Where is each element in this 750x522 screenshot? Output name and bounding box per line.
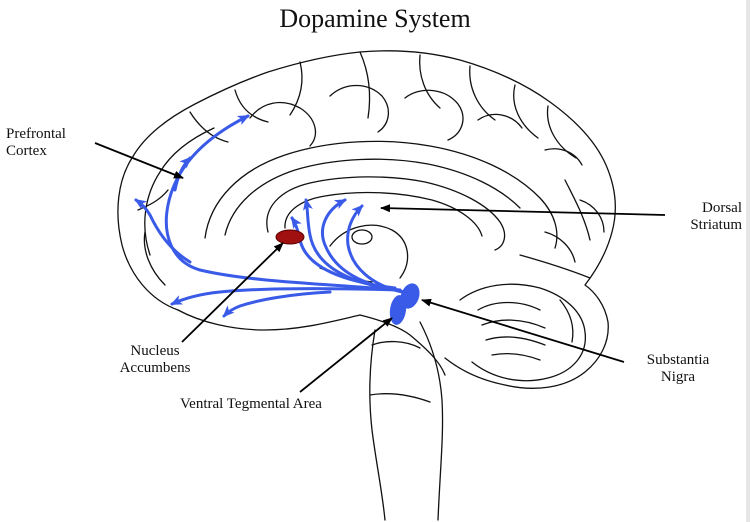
frontal-gyrus-2	[143, 231, 166, 286]
corpus-callosum-inner	[284, 191, 483, 237]
nucleus-accumbens-nucleus	[275, 229, 305, 245]
vta-nucleus	[389, 295, 407, 325]
pathway-pfc-upper	[164, 114, 402, 292]
frontal-gyrus	[144, 127, 215, 256]
gyrus-loop	[579, 199, 605, 233]
pathway-striatum-1	[321, 198, 407, 294]
cerebellum-fold	[481, 319, 546, 329]
cortex-outline	[117, 50, 616, 389]
cingulate-gyrus	[204, 140, 558, 249]
brainstem-back	[419, 321, 444, 521]
pathway-pfc-mid	[134, 198, 192, 264]
gyrus-loop	[544, 148, 583, 166]
pathway-accumbens	[290, 216, 397, 290]
parieto-occipital	[564, 179, 591, 241]
leader-substantia-nigra	[421, 298, 625, 363]
cerebellum-fold	[491, 353, 541, 361]
frontal-fold-2	[189, 111, 229, 143]
central-sulcus	[359, 51, 371, 119]
gyrus-loop	[404, 89, 464, 141]
sulcus	[419, 54, 441, 109]
label-substantia-nigra: Substantia Nigra	[646, 352, 710, 385]
sulcus	[546, 105, 577, 159]
right-frame-edge	[746, 0, 750, 522]
sulcus	[513, 84, 539, 139]
leader-prefrontal	[94, 142, 184, 179]
leader-nucleus-accumbens	[181, 242, 284, 343]
cerebellum-fold	[559, 299, 574, 343]
leader-dorsal-striatum	[380, 204, 666, 216]
cerebellum-fold	[485, 336, 546, 346]
cerebellum	[459, 283, 586, 382]
brainstem-front	[369, 329, 386, 521]
gyrus-loop	[544, 231, 576, 263]
pathway-striatum-2	[346, 204, 404, 294]
pons-lower	[369, 393, 431, 403]
orbital-edge	[177, 309, 361, 331]
sulcus	[289, 61, 303, 116]
label-prefrontal-cortex: Prefrontal Cortex	[6, 126, 66, 159]
sulcus	[469, 65, 496, 121]
thalamus	[329, 224, 409, 279]
leader-vta	[299, 317, 393, 393]
pathway-orbital-1	[170, 287, 402, 306]
label-ventral-tegmental-area: Ventral Tegmental Area	[180, 396, 322, 412]
pathway-pfc-branch	[173, 156, 192, 192]
pathway-orbital-2	[222, 290, 332, 318]
corpus-callosum	[266, 176, 506, 251]
gyrus-loop	[329, 84, 389, 133]
frontal-fold-3	[234, 89, 269, 123]
label-dorsal-striatum: Dorsal Striatum	[690, 200, 742, 233]
calcarine	[519, 254, 591, 279]
cerebellum-fold	[477, 301, 541, 311]
temporal-lobe	[359, 314, 446, 376]
gyrus-loop	[249, 101, 317, 147]
pons	[371, 340, 421, 349]
label-nucleus-accumbens: Nucleus Accumbens	[119, 343, 191, 376]
diagram-title: Dopamine System	[279, 4, 471, 33]
interthalamic-mass	[351, 229, 373, 245]
cingulate-inner	[224, 158, 521, 236]
gyrus-loop	[477, 113, 523, 129]
